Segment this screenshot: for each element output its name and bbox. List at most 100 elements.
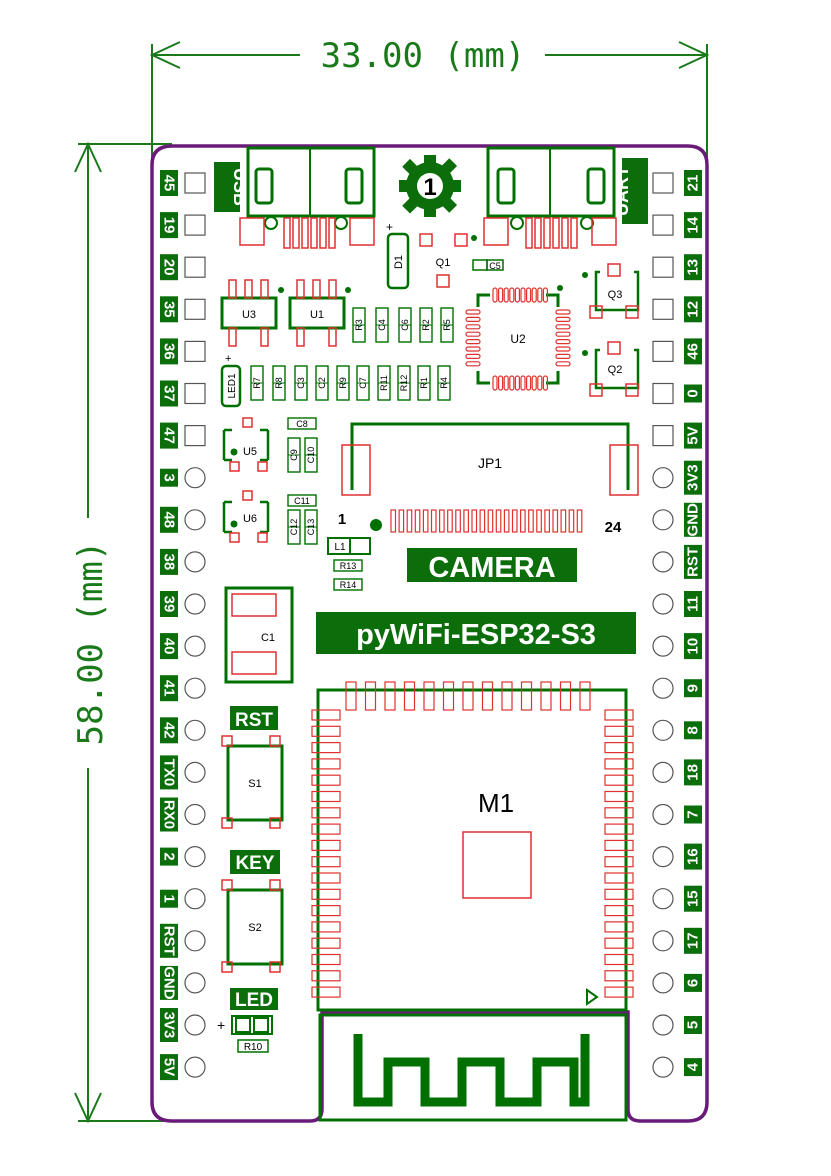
usb-label: USB — [230, 168, 250, 206]
part-label: R11 — [379, 375, 389, 391]
left-pin-8: 48 — [160, 506, 206, 533]
s2-label: S2 — [248, 922, 261, 934]
part-label: R9 — [338, 377, 348, 389]
left-pin-2: 20 — [160, 254, 206, 281]
pin-label: 15 — [685, 890, 702, 907]
part-label: C12 — [289, 519, 299, 536]
part-label: R13 — [340, 561, 357, 571]
passive-part: C12 — [287, 509, 301, 545]
transistor-q2: Q2 — [582, 341, 640, 397]
l1-label: L1 — [334, 542, 346, 553]
passive-part: C8 — [287, 417, 317, 430]
left-pin-1: 19 — [160, 212, 206, 239]
passive-part: R13 — [333, 559, 363, 572]
left-pin-5: 37 — [160, 380, 206, 407]
right-pin-8: GND — [652, 502, 702, 537]
diode-d1: + D1 — [386, 220, 410, 290]
board-outline — [150, 144, 709, 1123]
part-label: R8 — [274, 377, 284, 389]
ic-u2: U2 — [465, 285, 571, 391]
pin-label: 5 — [685, 1021, 702, 1029]
passive-part: C4 — [375, 307, 389, 343]
pin-label: 5V — [685, 426, 702, 444]
pin-label: 13 — [685, 259, 702, 276]
part-label: C10 — [306, 447, 316, 464]
q1-label: Q1 — [436, 257, 451, 269]
part-label: C8 — [296, 419, 308, 429]
left-pin-20: 3V3 — [160, 1008, 206, 1042]
pin-label: 42 — [161, 722, 178, 739]
part-label: R2 — [421, 319, 431, 331]
passive-part: R11 — [377, 365, 391, 401]
right-pin-9: RST — [652, 544, 702, 579]
camera-label: CAMERA — [428, 552, 555, 584]
usb-connector: USB — [214, 146, 376, 249]
passive-part: R9 — [336, 365, 350, 401]
left-pin-0: 45 — [160, 170, 206, 196]
left-pin-19: GND — [160, 965, 206, 1000]
passive-part: R2 — [419, 307, 433, 343]
logo-number: 1 — [423, 174, 436, 201]
right-pin-2: 13 — [652, 254, 702, 281]
part-label: R14 — [340, 580, 357, 590]
left-pin-12: 41 — [160, 675, 206, 702]
board-name-label: pyWiFi-ESP32-S3 — [356, 619, 596, 651]
left-pin-15: RX0 — [160, 797, 206, 832]
passive-part: R12 — [397, 365, 411, 401]
pin-label: 9 — [685, 684, 702, 692]
pin-label: 18 — [685, 764, 702, 781]
c5-label: C5 — [489, 261, 501, 271]
passive-part: C9 — [287, 437, 301, 473]
right-pin-18: 17 — [652, 927, 702, 954]
right-pin-3: 12 — [652, 296, 702, 323]
u6-label: U6 — [243, 513, 257, 525]
uart-label: UART — [612, 166, 632, 216]
right-pin-0: 21 — [652, 170, 702, 196]
pin-label: GND — [161, 966, 178, 1000]
left-pin-4: 36 — [160, 338, 206, 365]
camera-connector-jp1: JP1 1 24 — [338, 422, 639, 536]
pin-label: RST — [685, 547, 702, 577]
pin-label: 2 — [161, 852, 178, 860]
part-label: R4 — [439, 377, 449, 389]
led1-label: LED1 — [227, 373, 238, 398]
pin-label: 11 — [685, 596, 702, 612]
transistor-q3: Q3 — [582, 263, 640, 319]
pin-label: 36 — [161, 343, 178, 360]
pin-label: 39 — [161, 596, 178, 613]
key-button-label: KEY — [235, 853, 274, 874]
antenna-area — [318, 1013, 628, 1122]
pin-label: 3 — [161, 474, 178, 482]
s1-label: S1 — [248, 778, 261, 790]
part-label: C3 — [296, 377, 306, 389]
pin-label: 6 — [685, 979, 702, 987]
passive-part: R7 — [250, 365, 264, 401]
u1-label: U1 — [310, 309, 324, 321]
pin-label: RST — [161, 926, 178, 956]
ic-u1: U1 — [278, 279, 351, 347]
right-pin-16: 16 — [652, 843, 702, 870]
pin-label: 0 — [685, 389, 702, 397]
passive-part: C6 — [398, 307, 412, 343]
passive-part: R14 — [333, 578, 363, 591]
right-pin-21: 4 — [652, 1056, 702, 1078]
q2-label: Q2 — [608, 364, 623, 376]
passive-part: C10 — [304, 437, 318, 473]
right-pin-19: 6 — [652, 972, 702, 994]
pin-label: 10 — [685, 638, 702, 655]
pin-label: 40 — [161, 638, 178, 655]
pin-label: 48 — [161, 511, 178, 528]
pin-label: 1 — [161, 895, 178, 903]
left-pin-3: 35 — [160, 296, 206, 323]
ic-u5: U5 — [222, 417, 270, 472]
left-pin-7: 3 — [160, 467, 206, 489]
pin-label: 4 — [685, 1062, 702, 1071]
ic-u3: U3 — [220, 279, 278, 347]
m1-label: M1 — [478, 788, 514, 818]
left-pin-10: 39 — [160, 591, 206, 617]
pin-label: 3V3 — [161, 1012, 178, 1039]
u5-label: U5 — [243, 446, 257, 458]
